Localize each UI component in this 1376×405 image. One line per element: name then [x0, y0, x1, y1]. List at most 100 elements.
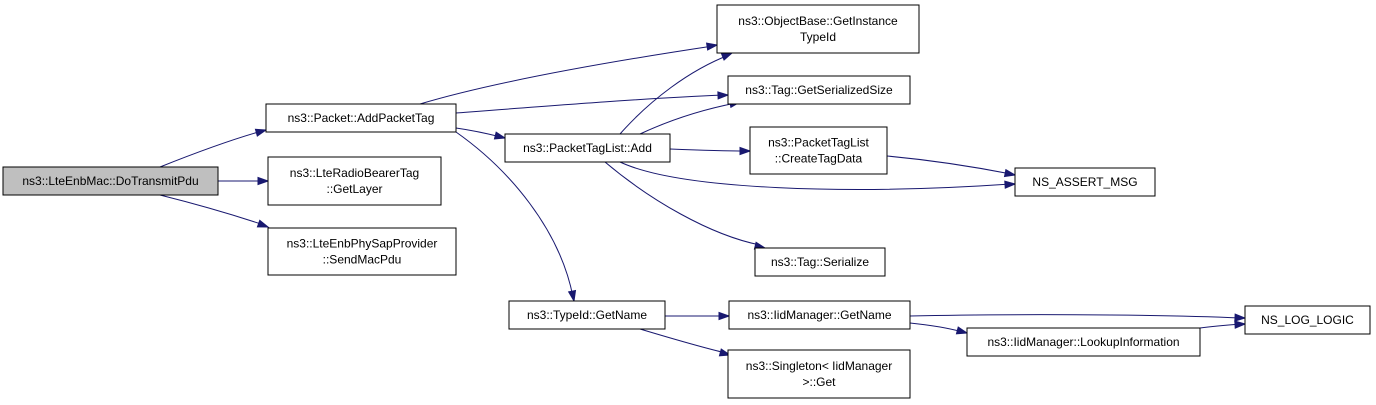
edge-ptladd-nsassert	[619, 161, 1017, 190]
node-get-layer[interactable]: ns3::LteRadioBearerTag::GetLayer	[267, 156, 442, 206]
node-get-serialized-size[interactable]: ns3::Tag::GetSerializedSize	[727, 75, 911, 105]
edge-iidgetname-nslog	[909, 313, 1247, 322]
node-label: NS_ASSERT_MSG	[1032, 175, 1137, 189]
edge-typeidgetname-singleton	[639, 328, 732, 357]
node-box	[504, 133, 671, 163]
node-label: ns3::LteEnbMac::DoTransmitPdu	[22, 174, 198, 188]
edge-iidgetname-lookup	[909, 322, 969, 335]
node-label: ns3::LteEnbPhySapProvider	[287, 237, 438, 251]
edge-line	[604, 161, 761, 246]
edge-line	[455, 127, 502, 138]
arrowhead	[720, 52, 734, 61]
edge-line	[909, 314, 1242, 319]
edge-dotransmit-addpackettag	[159, 128, 268, 168]
node-label: ns3::Packet::AddPacketTag	[288, 111, 435, 125]
edge-line	[886, 155, 1012, 175]
arrowhead	[254, 128, 268, 137]
edge-dotransmit-sendmacpdu	[159, 194, 270, 228]
node-box	[267, 156, 442, 206]
node-box	[508, 300, 666, 330]
node-box	[727, 75, 911, 105]
node-label: TypeId	[800, 30, 836, 44]
node-label: ::CreateTagData	[775, 152, 863, 166]
node-ns-log-logic[interactable]: NS_LOG_LOGIC	[1244, 305, 1371, 335]
node-create-tag-data[interactable]: ns3::PacketTagList::CreateTagData	[749, 126, 888, 175]
edge-line	[639, 102, 737, 135]
edge-line	[619, 161, 1012, 190]
edge-line	[639, 328, 727, 354]
node-label: ns3::TypeId::GetName	[527, 308, 647, 322]
edge-addpackettag-getinstance	[419, 42, 719, 105]
node-label: ::GetLayer	[326, 182, 382, 196]
edge-line	[909, 322, 964, 333]
node-box	[966, 327, 1201, 357]
node-label: ns3::Singleton< IidManager	[746, 359, 892, 373]
node-label: >::Get	[802, 375, 836, 389]
edge-ptladd-createtagdata	[669, 146, 752, 156]
edge-addpackettag-serializedsize	[455, 91, 730, 114]
node-box	[749, 126, 888, 175]
node-ns-assert-msg[interactable]: NS_ASSERT_MSG	[1014, 167, 1156, 197]
arrowhead	[493, 131, 507, 140]
edge-line	[159, 130, 263, 168]
node-box	[1014, 167, 1156, 197]
arrowhead	[256, 219, 270, 228]
arrowhead	[739, 146, 752, 156]
arrowhead	[718, 348, 732, 357]
arrowhead	[567, 289, 577, 303]
arrowhead	[1004, 180, 1017, 189]
node-label: ns3::IidManager::GetName	[747, 308, 891, 322]
node-label: ns3::Tag::Serialize	[771, 255, 869, 269]
node-box	[727, 349, 911, 399]
node-box	[265, 103, 457, 133]
edge-addpackettag-typeidgetname	[455, 131, 577, 303]
node-send-mac-pdu[interactable]: ns3::LteEnbPhySapProvider::SendMacPdu	[267, 227, 457, 276]
nodes: ns3::LteEnbMac::DoTransmitPdu ns3::Packet…	[2, 4, 1371, 399]
edge-ptladd-getinstance	[619, 52, 734, 135]
arrowhead	[257, 176, 270, 186]
node-label: ns3::IidManager::LookupInformation	[987, 335, 1179, 349]
node-box	[754, 247, 886, 277]
node-label: NS_LOG_LOGIC	[1261, 313, 1354, 327]
node-packet-tag-list-add[interactable]: ns3::PacketTagList::Add	[504, 133, 671, 163]
edges	[159, 42, 1247, 357]
edge-line	[455, 131, 574, 298]
node-singleton-get[interactable]: ns3::Singleton< IidManager >::Get	[727, 349, 911, 399]
arrowhead	[1234, 313, 1247, 322]
edge-ptladd-tagserialize	[604, 161, 767, 250]
node-add-packet-tag[interactable]: ns3::Packet::AddPacketTag	[265, 103, 457, 133]
node-label: ns3::PacketTagList	[768, 136, 869, 150]
arrowhead	[1003, 168, 1017, 178]
arrowhead	[955, 326, 969, 335]
edge-createtagdata-nsassert	[886, 155, 1017, 178]
node-lookup-information[interactable]: ns3::IidManager::LookupInformation	[966, 327, 1201, 357]
edge-line	[669, 148, 747, 152]
node-label: ns3::PacketTagList::Add	[523, 141, 652, 155]
edge-line	[419, 45, 714, 105]
node-box	[267, 227, 457, 276]
arrowhead	[705, 42, 719, 51]
edge-line	[455, 94, 725, 114]
edge-line	[159, 194, 265, 226]
edge-dotransmit-getlayer	[217, 176, 270, 186]
edge-addpackettag-ptladd	[455, 127, 507, 140]
node-type-id-get-name[interactable]: ns3::TypeId::GetName	[508, 300, 666, 330]
arrowhead	[1234, 320, 1247, 329]
edge-ptladd-serializedsize	[639, 99, 742, 135]
arrowhead	[717, 91, 730, 100]
edge-line	[619, 54, 730, 135]
node-label: ::SendMacPdu	[323, 253, 402, 267]
node-label: ns3::LteRadioBearerTag	[290, 166, 419, 180]
node-tag-serialize[interactable]: ns3::Tag::Serialize	[754, 247, 886, 277]
node-do-transmit-pdu[interactable]: ns3::LteEnbMac::DoTransmitPdu	[2, 166, 219, 196]
node-iid-manager-get-name[interactable]: ns3::IidManager::GetName	[728, 300, 911, 330]
node-box	[1244, 305, 1371, 335]
node-box	[716, 4, 920, 54]
edge-typeidgetname-iidgetname	[664, 311, 731, 321]
node-label: ns3::ObjectBase::GetInstance	[738, 14, 898, 28]
node-label: ns3::Tag::GetSerializedSize	[745, 83, 893, 97]
edge-lookup-nslog	[1199, 320, 1247, 329]
node-box	[2, 166, 219, 196]
